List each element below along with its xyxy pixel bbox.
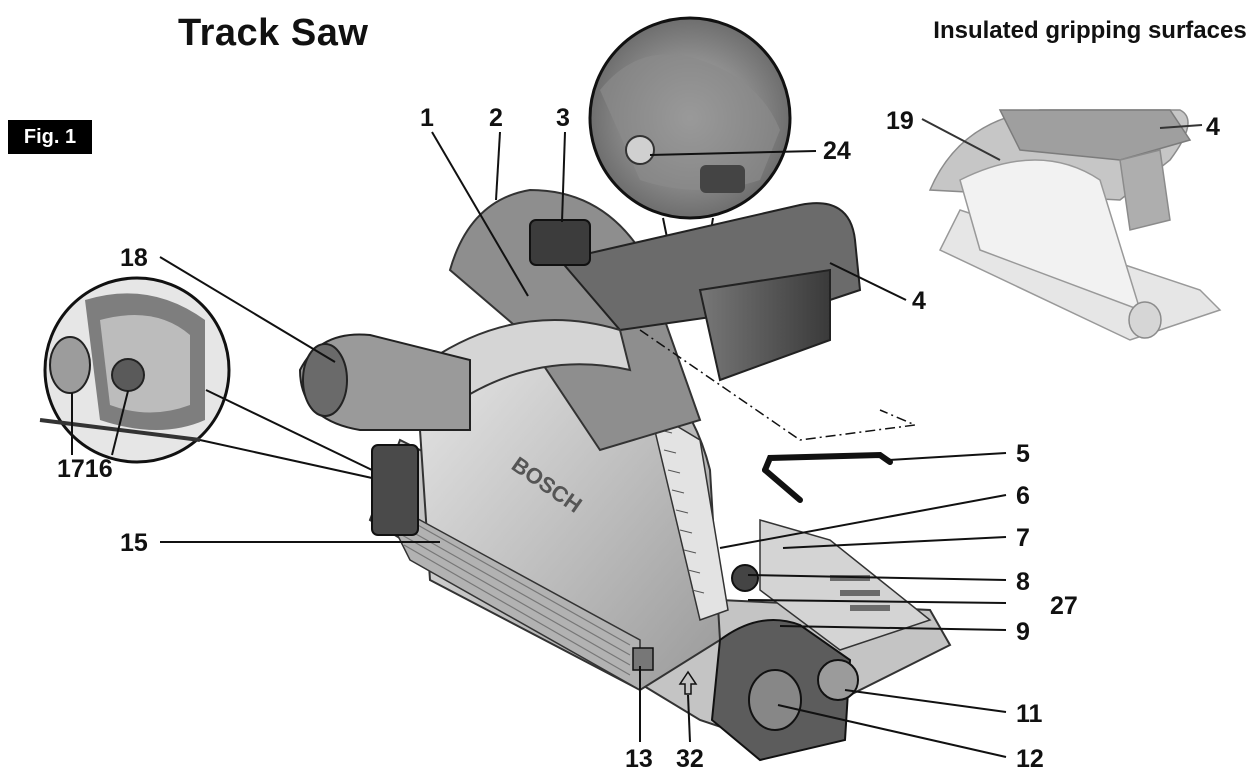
inset-title: Insulated gripping surfaces	[933, 17, 1247, 44]
saw-main-body	[298, 188, 952, 762]
callout-11: 11	[1016, 700, 1043, 728]
callout-13: 13	[625, 745, 653, 773]
callout-6: 6	[1016, 482, 1030, 510]
leader-lines	[159, 131, 1007, 758]
page-title: Track Saw	[178, 12, 369, 54]
callout-5: 5	[1016, 440, 1030, 468]
callout-24: 24	[823, 137, 851, 165]
callout-27: 27	[1050, 592, 1078, 620]
callout-7: 7	[1016, 524, 1030, 552]
figure-badge: Fig. 1	[8, 120, 92, 154]
callout-4: 4	[912, 287, 926, 315]
callout-12: 12	[1016, 745, 1044, 773]
zoom-detail-left	[39, 276, 373, 479]
callout-19: 19	[886, 107, 914, 135]
zoom-detail-top	[588, 16, 792, 263]
callout-1716: 1716	[57, 455, 113, 483]
callout-9: 9	[1016, 618, 1030, 646]
callout-18: 18	[120, 244, 148, 272]
callout-32: 32	[676, 745, 704, 773]
callout-8: 8	[1016, 568, 1030, 596]
callout-3: 3	[556, 104, 570, 132]
callout-2: 2	[489, 104, 503, 132]
callout-15: 15	[120, 529, 148, 557]
callout-4-inset: 4	[1206, 113, 1220, 141]
callout-1: 1	[420, 104, 434, 132]
insulated-surfaces-inset	[921, 109, 1222, 341]
